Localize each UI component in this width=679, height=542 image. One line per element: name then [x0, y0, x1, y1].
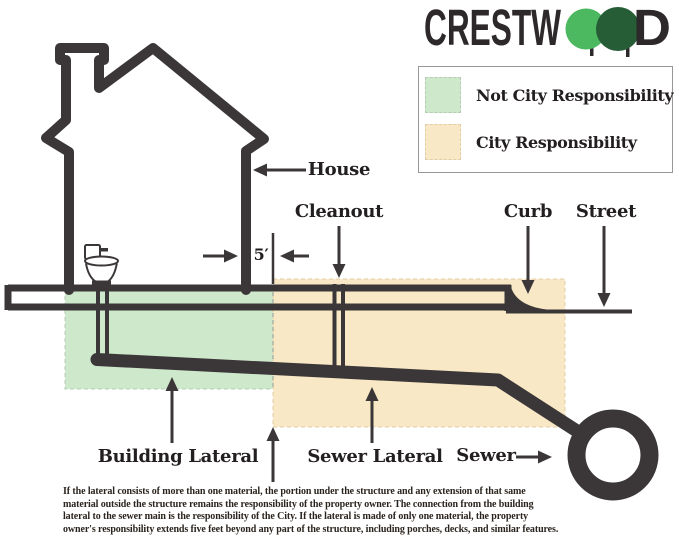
- logo-canvas: CRESTW D: [424, 0, 671, 57]
- cleanout-arrow: [332, 226, 346, 278]
- building-lateral-label: Building Lateral: [97, 446, 259, 467]
- curb-label: Curb: [503, 201, 553, 222]
- toilet-icon: [84, 244, 119, 289]
- tree-icon-dark: [596, 7, 640, 51]
- curb-arrow: [521, 226, 535, 294]
- note-paragraph: If the lateral consists of more than one…: [63, 486, 663, 536]
- lateral-pipe: [90, 353, 587, 440]
- logo-wordmark-right: D: [633, 3, 671, 56]
- note-line: lateral to the sewer main is the respons…: [63, 511, 529, 523]
- five-feet-arrow-left: [280, 249, 309, 263]
- curb-flare-shape: [511, 287, 551, 310]
- house-arrow: [253, 163, 306, 177]
- five-feet-arrow-right: [203, 249, 238, 263]
- cleanout-label: Cleanout: [294, 201, 384, 222]
- five-feet-label: 5′: [253, 245, 269, 264]
- legend-label-city: City Responsibility: [476, 132, 637, 152]
- note-line: material outside the structure remains t…: [63, 498, 534, 510]
- legend-label-not-city: Not City Responsibility: [476, 85, 674, 105]
- crestwood-logo: CRESTW D: [424, 0, 679, 61]
- sewer-lateral-arrow: [365, 387, 379, 443]
- house-label: House: [307, 159, 371, 180]
- legend-swatch-not-city: [425, 77, 461, 113]
- legend-item-city: City Responsibility: [425, 124, 637, 160]
- sewer-label: Sewer: [456, 445, 516, 466]
- tree-icon-light: [565, 8, 607, 50]
- legend-item-not-city: Not City Responsibility: [425, 77, 674, 113]
- street-label: Street: [575, 201, 637, 222]
- note-line: owner's responsibility extends five feet…: [63, 523, 559, 535]
- sewer-lateral-label: Sewer Lateral: [307, 446, 443, 467]
- house-outline: [41, 43, 269, 295]
- street-arrow: [597, 226, 611, 307]
- logo-wordmark-left: CRESTW: [424, 3, 562, 56]
- sewer-arrow: [516, 450, 552, 464]
- legend-swatch-city: [425, 124, 461, 160]
- note-line: If the lateral consists of more than one…: [63, 486, 526, 497]
- note-boundary-arrow: [266, 427, 280, 482]
- sewer-main-ring: [567, 409, 659, 501]
- legend: Not City Responsibility City Responsibil…: [418, 66, 674, 173]
- building-lateral-arrow: [165, 377, 179, 443]
